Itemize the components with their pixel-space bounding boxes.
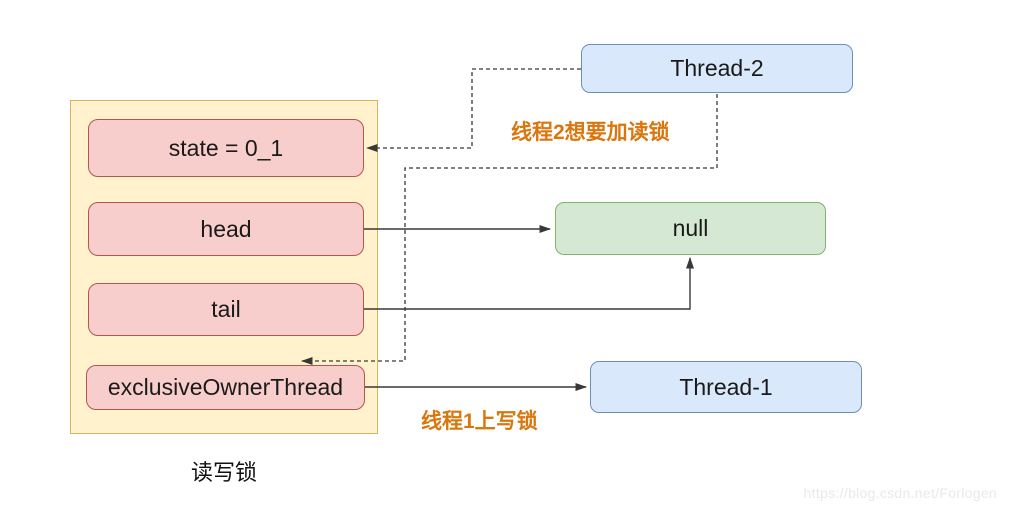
node-thread1-label: Thread-1 <box>679 373 773 400</box>
node-thread2: Thread-2 <box>581 44 853 93</box>
node-null: null <box>555 202 826 255</box>
field-state-label: state = 0_1 <box>168 134 284 161</box>
rwlock-caption: 读写锁 <box>190 460 257 485</box>
field-exclusive-owner-thread-label: exclusiveOwnerThread <box>107 374 344 400</box>
node-null-label: null <box>672 215 709 241</box>
annotation-thread1-write-lock: 线程1上写锁 <box>421 410 538 433</box>
field-tail-label: tail <box>211 296 241 322</box>
arrow-tail-to-null <box>364 257 694 310</box>
field-state: state = 0_1 <box>88 119 364 177</box>
field-head: head <box>88 202 364 256</box>
field-exclusive-owner-thread: exclusiveOwnerThread <box>86 365 365 410</box>
field-head-label: head <box>200 215 252 242</box>
field-tail: tail <box>88 283 364 336</box>
watermark: https://blog.csdn.net/Forlogen <box>803 485 997 501</box>
node-thread2-label: Thread-2 <box>670 55 764 81</box>
annotation-thread2-read-lock: 线程2想要加读锁 <box>511 121 670 144</box>
node-thread1: Thread-1 <box>590 361 862 413</box>
